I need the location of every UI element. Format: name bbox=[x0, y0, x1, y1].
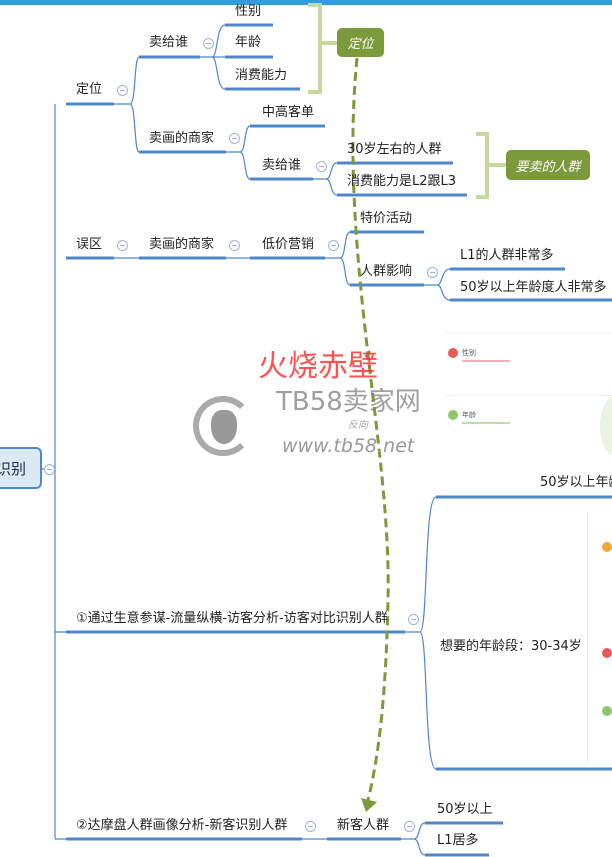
coin-icon bbox=[602, 542, 612, 552]
node-high-order[interactable]: 中高客单 bbox=[262, 105, 315, 120]
collapse-button[interactable] bbox=[305, 821, 316, 832]
collapse-button[interactable] bbox=[229, 240, 240, 251]
arrow-head bbox=[361, 798, 377, 812]
watermark-small: 反向 bbox=[348, 420, 368, 431]
gender-icon bbox=[602, 648, 612, 658]
collapse-button[interactable] bbox=[203, 38, 214, 49]
node-method1[interactable]: ①通过生意参谋-流量纵横-访客分析-访客对比识别人群 bbox=[76, 611, 388, 626]
root-node[interactable]: 识别 bbox=[0, 447, 42, 489]
node-50-many[interactable]: 50岁以上年龄度人非常多 bbox=[460, 280, 607, 295]
node-50-plus[interactable]: 50岁以上 bbox=[437, 802, 493, 817]
node-sell-to-2[interactable]: 卖给谁 bbox=[262, 158, 302, 173]
gender-icon bbox=[448, 348, 458, 358]
node-special[interactable]: 特价活动 bbox=[360, 211, 413, 226]
age-icon bbox=[448, 410, 458, 420]
collapse-button[interactable] bbox=[229, 133, 240, 144]
node-new-customer[interactable]: 新客人群 bbox=[337, 818, 390, 833]
node-gender[interactable]: 性别 bbox=[235, 4, 262, 19]
age-icon bbox=[602, 706, 612, 716]
node-30-crowd[interactable]: 30岁左右的人群 bbox=[347, 142, 442, 157]
node-merchant[interactable]: 卖画的商家 bbox=[149, 131, 215, 146]
node-age[interactable]: 年龄 bbox=[235, 35, 262, 50]
node-method2[interactable]: ②达摩盘人群画像分析-新客识别人群 bbox=[76, 818, 288, 833]
hand-icon bbox=[211, 410, 237, 444]
collapse-button[interactable] bbox=[328, 240, 339, 251]
node-crowd-effect[interactable]: 人群影响 bbox=[360, 264, 413, 279]
collapse-button[interactable] bbox=[316, 161, 327, 172]
node-50-age[interactable]: 50岁以上年龄 bbox=[540, 475, 612, 490]
node-dingwei[interactable]: 定位 bbox=[76, 82, 103, 97]
watermark-url: www.tb58.net bbox=[282, 435, 415, 457]
embedded-gender-label: 性别 bbox=[462, 349, 476, 357]
node-target-age[interactable]: 想要的年龄段：30-34岁 bbox=[440, 639, 582, 654]
embedded-screenshot-top: 性别 年龄 bbox=[440, 308, 612, 468]
node-merchant-2[interactable]: 卖画的商家 bbox=[149, 237, 215, 252]
root-label: 识别 bbox=[0, 459, 26, 478]
node-l1-many[interactable]: L1的人群非常多 bbox=[460, 248, 554, 263]
watermark-red: 火烧赤壁 bbox=[258, 349, 378, 384]
collapse-button[interactable] bbox=[404, 821, 415, 832]
callout-dingwei[interactable]: 定位 bbox=[337, 28, 384, 57]
embedded-age-label: 年龄 bbox=[462, 411, 476, 419]
node-spending[interactable]: 消费能力 bbox=[235, 68, 288, 83]
node-l1-most[interactable]: L1居多 bbox=[437, 833, 479, 848]
node-sell-to[interactable]: 卖给谁 bbox=[149, 35, 189, 50]
collapse-button[interactable] bbox=[117, 240, 128, 251]
callout-target-crowd[interactable]: 要卖的人群 bbox=[506, 150, 590, 180]
bracket bbox=[308, 3, 506, 199]
collapse-button[interactable] bbox=[408, 614, 419, 625]
top-bar bbox=[0, 0, 612, 5]
collapse-button[interactable] bbox=[117, 85, 128, 96]
collapse-button[interactable] bbox=[44, 464, 55, 475]
collapse-button[interactable] bbox=[427, 267, 438, 278]
node-low-price[interactable]: 低价营销 bbox=[262, 237, 315, 252]
node-l2-l3[interactable]: 消费能力是L2跟L3 bbox=[347, 174, 457, 189]
watermark-logo bbox=[193, 396, 253, 456]
embedded-screenshot-bottom bbox=[587, 510, 612, 766]
relation-arrow bbox=[351, 57, 390, 801]
watermark-brand: TB58卖家网 bbox=[276, 387, 421, 417]
node-wuqu[interactable]: 误区 bbox=[76, 237, 103, 252]
